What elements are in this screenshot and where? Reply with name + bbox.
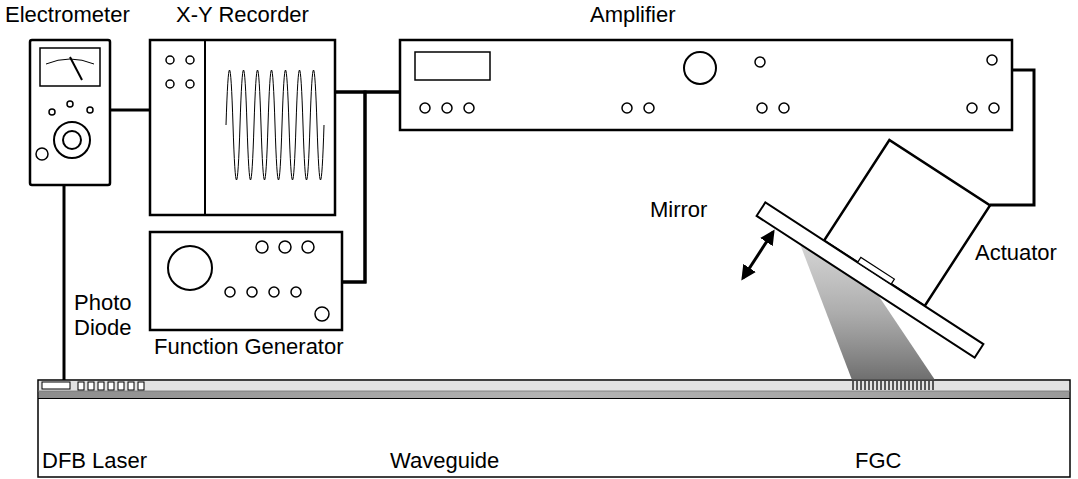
recorder-drawing — [186, 56, 194, 64]
electrometer-drawing — [70, 57, 82, 80]
signal-wire — [342, 92, 400, 282]
signal-wire — [335, 92, 365, 282]
amplifier-drawing — [779, 103, 789, 113]
dfb-grating — [78, 382, 84, 390]
electrometer-drawing — [63, 131, 81, 149]
node-label: Actuator — [975, 240, 1057, 265]
electrometer-drawing — [67, 101, 73, 107]
amplifier-drawing — [464, 103, 474, 113]
amplifier-drawing — [987, 55, 997, 65]
recorder-drawing — [166, 56, 174, 64]
amplifier-drawing — [755, 57, 765, 67]
mirror-actuator-drawing — [757, 102, 1049, 358]
function-generator-drawing — [279, 241, 291, 253]
function-generator-drawing — [150, 232, 342, 330]
chip-drawing — [38, 380, 1070, 477]
dfb-grating — [128, 382, 134, 390]
recorder-drawing — [166, 80, 174, 88]
recorder-drawing — [226, 70, 324, 180]
function-generator-drawing — [315, 307, 329, 321]
actuator-body — [824, 140, 990, 306]
chip-drawing — [39, 391, 1069, 398]
dfb-grating — [88, 382, 94, 390]
electrometer-drawing — [30, 40, 110, 185]
dfb-grating — [42, 382, 144, 390]
node-label: FGC — [855, 448, 901, 473]
function-generator-drawing — [269, 287, 279, 297]
recorder-drawing — [204, 40, 206, 215]
electrometer: Electrometer — [30, 40, 110, 185]
electrometer-drawing — [36, 148, 48, 160]
amplifier-drawing — [400, 40, 1012, 130]
mirror-plate — [757, 202, 984, 357]
chip-drawing — [38, 391, 1070, 392]
function-generator-drawing — [225, 287, 235, 297]
actuator-contact — [858, 257, 895, 284]
electrometer-drawing — [40, 48, 100, 86]
electrometer-drawing — [46, 59, 94, 64]
dfb-grating — [108, 382, 114, 390]
amplifier-drawing — [989, 103, 999, 113]
chip-drawing — [38, 380, 1070, 477]
fgc-grating — [853, 381, 933, 390]
signal-wire — [63, 185, 66, 380]
node-label: Electrometer — [5, 2, 130, 27]
dfb-grating — [42, 382, 70, 389]
node-label: Waveguide — [390, 448, 499, 473]
motion-arrow — [743, 232, 773, 278]
amplifier-drawing — [757, 103, 767, 113]
function-generator-drawing — [168, 246, 212, 290]
photodiode-label: Photo Diode — [74, 290, 132, 341]
actuator: Actuator — [824, 140, 990, 306]
function-generator-drawing — [247, 287, 257, 297]
recorder-drawing — [150, 40, 335, 215]
amplifier-drawing — [684, 52, 716, 84]
amplifier: Amplifier — [400, 40, 1012, 130]
amplifier-drawing — [644, 103, 654, 113]
dfb-grating — [98, 382, 104, 390]
photonic-chip: DFB Laser Waveguide FGC — [38, 380, 1070, 477]
node-label: Function Generator — [154, 334, 344, 359]
amplifier-drawing — [420, 103, 430, 113]
mirror-label: Mirror — [650, 197, 707, 222]
fgc-grating — [853, 381, 933, 390]
function-generator-drawing — [256, 241, 268, 253]
function-generator: Function Generator — [150, 232, 342, 330]
amplifier-drawing — [415, 52, 490, 80]
node-label: DFB Laser — [42, 448, 147, 473]
function-generator-drawing — [291, 287, 301, 297]
electrometer-drawing — [49, 109, 55, 115]
electrometer-drawing — [54, 122, 90, 158]
chip-drawing — [38, 398, 1070, 399]
dfb-grating — [118, 382, 124, 390]
recorder-drawing — [150, 40, 335, 215]
dfb-grating — [138, 382, 144, 390]
chip-drawing — [39, 381, 1069, 391]
amplifier-drawing — [442, 103, 452, 113]
signal-wire — [990, 70, 1034, 205]
function-generator-drawing — [150, 232, 342, 330]
amplifier-drawing — [622, 103, 632, 113]
electrometer-drawing — [87, 107, 93, 113]
node-label: X-Y Recorder — [150, 2, 335, 27]
xy-recorder: X-Y Recorder — [150, 40, 335, 215]
amplifier-drawing — [967, 103, 977, 113]
signal-wire — [110, 109, 150, 112]
node-label: Amplifier — [590, 2, 676, 27]
function-generator-drawing — [302, 241, 314, 253]
recorder-drawing — [186, 80, 194, 88]
amplifier-drawing — [400, 40, 1012, 130]
electrometer-drawing — [30, 40, 110, 185]
